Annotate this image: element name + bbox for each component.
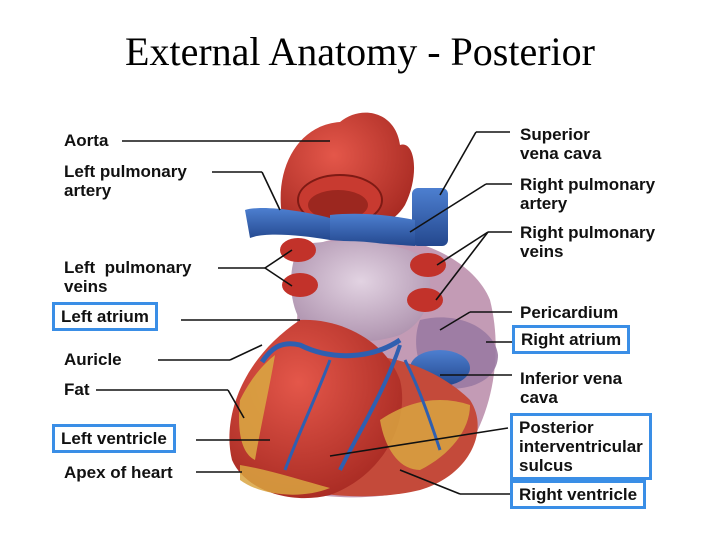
label-right-atrium: Right atrium — [512, 325, 631, 354]
fat-patch-right — [380, 400, 470, 470]
label-aorta: Aorta — [64, 131, 109, 150]
right-pulmonary-vein-lower — [407, 288, 443, 312]
label-inferior-vena-cava: Inferior vena cava — [520, 369, 623, 407]
left-pulmonary-artery-shape — [245, 207, 330, 240]
superior-vena-cava-shape — [412, 188, 448, 246]
leader-lines — [96, 131, 512, 495]
label-pericardium: Pericardium — [520, 303, 619, 322]
label-posterior-interventricular-sulcus: Posterior interventricular sulcus — [510, 413, 652, 480]
label-auricle: Auricle — [64, 350, 122, 369]
posterior-interventricular-vessel — [338, 344, 402, 471]
label-right-ventricle: Right ventricle — [510, 480, 647, 509]
label-left-ventricle: Left ventricle — [52, 424, 176, 453]
label-left-pulmonary-artery: Left pulmonary artery — [64, 162, 187, 200]
page-title: External Anatomy - Posterior — [125, 29, 595, 74]
label-right-pulmonary-artery: Right pulmonary artery — [520, 175, 656, 213]
left-pulmonary-vein-upper — [280, 238, 316, 262]
fat-patch-left — [239, 355, 275, 460]
right-pulmonary-vein-upper — [410, 253, 446, 277]
left-pulmonary-vein-lower — [282, 273, 318, 297]
right-pulmonary-artery-shape — [330, 213, 415, 246]
label-left-pulmonary-veins: Left pulmonary veins — [64, 258, 192, 296]
label-right-pulmonary-veins: Right pulmonary veins — [520, 223, 656, 261]
label-apex-of-heart: Apex of heart — [64, 463, 173, 482]
label-left-atrium: Left atrium — [52, 302, 158, 331]
left-atrium-shape — [291, 241, 431, 342]
fat-patch-apex — [240, 465, 330, 495]
label-superior-vena-cava: Superior vena cava — [520, 125, 602, 163]
coronary-vein — [259, 337, 402, 364]
label-fat: Fat — [64, 380, 90, 399]
